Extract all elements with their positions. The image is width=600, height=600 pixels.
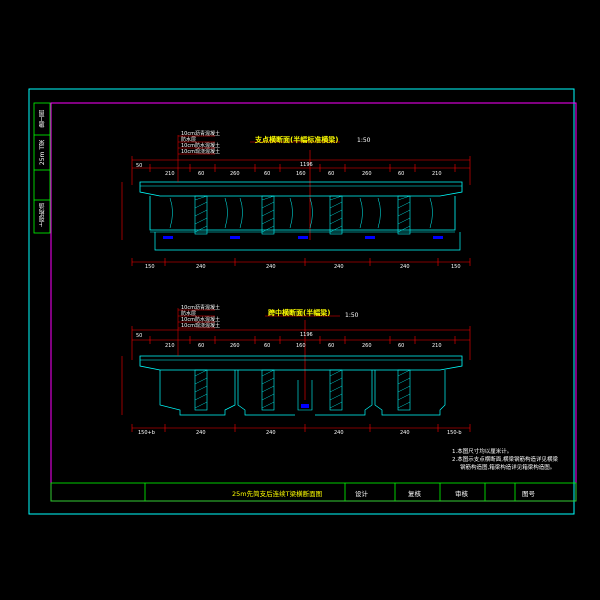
section1 (121, 135, 471, 266)
dim-bot-s2-right: 150-b (447, 430, 462, 436)
note-3: 钢筋构造图,箱梁构造详见箱梁构造图。 (460, 465, 556, 471)
dim-bot-s1-3: 240 (334, 264, 344, 270)
section1-scale: 1:50 (357, 137, 371, 144)
layer-label-2: 防水层 (181, 137, 197, 143)
inner-frame (50, 102, 577, 502)
approve-label: 审核 (455, 490, 468, 498)
outer-frame (28, 88, 575, 515)
dim-bot-s2-4: 240 (400, 430, 410, 436)
design-label: 设计 (355, 490, 368, 498)
dim-total-s1: 1196 (300, 162, 313, 168)
dim-s2-4: 60 (264, 343, 271, 349)
title-block (50, 482, 577, 502)
dim-s2-0: 50 (136, 333, 143, 339)
dim-s1-8: 60 (398, 171, 405, 177)
layer-label-s2-1: 10cm沥青混凝土 (181, 305, 220, 311)
layer-label-s2-3: 10cm防水混凝土 (181, 317, 220, 323)
dim-bot-s1-1: 240 (196, 264, 206, 270)
section1-title: 支点横断面(半幅标准横梁) (255, 136, 339, 144)
dim-s1-0: 50 (136, 163, 143, 169)
section2 (121, 308, 471, 432)
dim-s2-5: 160 (296, 343, 306, 349)
layer-label-1: 10cm沥青混凝土 (181, 131, 220, 137)
dim-s2-2: 60 (198, 343, 205, 349)
dim-s2-1: 210 (165, 343, 175, 349)
side-strip (33, 102, 51, 234)
dim-total-s2: 1196 (300, 332, 313, 338)
dim-s1-2: 60 (198, 171, 205, 177)
dim-bot-s1-0: 150 (145, 264, 155, 270)
dim-s1-3: 260 (230, 171, 240, 177)
note-2: 2.本图示支点横断面,横梁钢筋构造详见横梁 (452, 457, 558, 463)
dim-bot-s1-2: 240 (266, 264, 276, 270)
drawing-name: 25m先简支后连续T梁横断面图 (232, 490, 323, 498)
side-label-top: 施工图 (39, 110, 46, 128)
dim-s1-1: 210 (165, 171, 175, 177)
section2-scale: 1:50 (345, 312, 359, 319)
dim-bot-s2-1: 240 (196, 430, 206, 436)
layer-label-s2-2: 防水层 (181, 311, 197, 317)
dim-bot-s1-5: 150 (451, 264, 461, 270)
side-label-mid: 25m T梁 (39, 140, 46, 166)
dim-bot-s2-2: 240 (266, 430, 276, 436)
dim-s2-7: 260 (362, 343, 372, 349)
layer-label-4: 10cm现浇混凝土 (181, 149, 220, 155)
layer-label-s2-4: 10cm现浇混凝土 (181, 323, 220, 329)
dim-bot-s2-3: 240 (334, 430, 344, 436)
dim-bot-s2-left: 150+b (138, 430, 155, 436)
dim-s2-9: 210 (432, 343, 442, 349)
dim-s1-9: 210 (432, 171, 442, 177)
dim-s2-8: 60 (398, 343, 405, 349)
note-1: 1.本图尺寸均以厘米计。 (452, 449, 513, 455)
side-label-bot: 上部构造 (39, 203, 46, 227)
layer-label-3: 10cm防水混凝土 (181, 143, 220, 149)
review-label: 复核 (408, 490, 421, 498)
dim-s2-3: 260 (230, 343, 240, 349)
drawing-no-label: 图号 (522, 490, 535, 498)
dim-s1-5: 160 (296, 171, 306, 177)
dim-s1-7: 260 (362, 171, 372, 177)
dim-s1-6: 60 (328, 171, 335, 177)
section2-title: 跨中横断面(半幅梁) (268, 309, 331, 317)
dim-bot-s1-4: 240 (400, 264, 410, 270)
dim-s1-4: 60 (264, 171, 271, 177)
dim-s2-6: 60 (328, 343, 335, 349)
